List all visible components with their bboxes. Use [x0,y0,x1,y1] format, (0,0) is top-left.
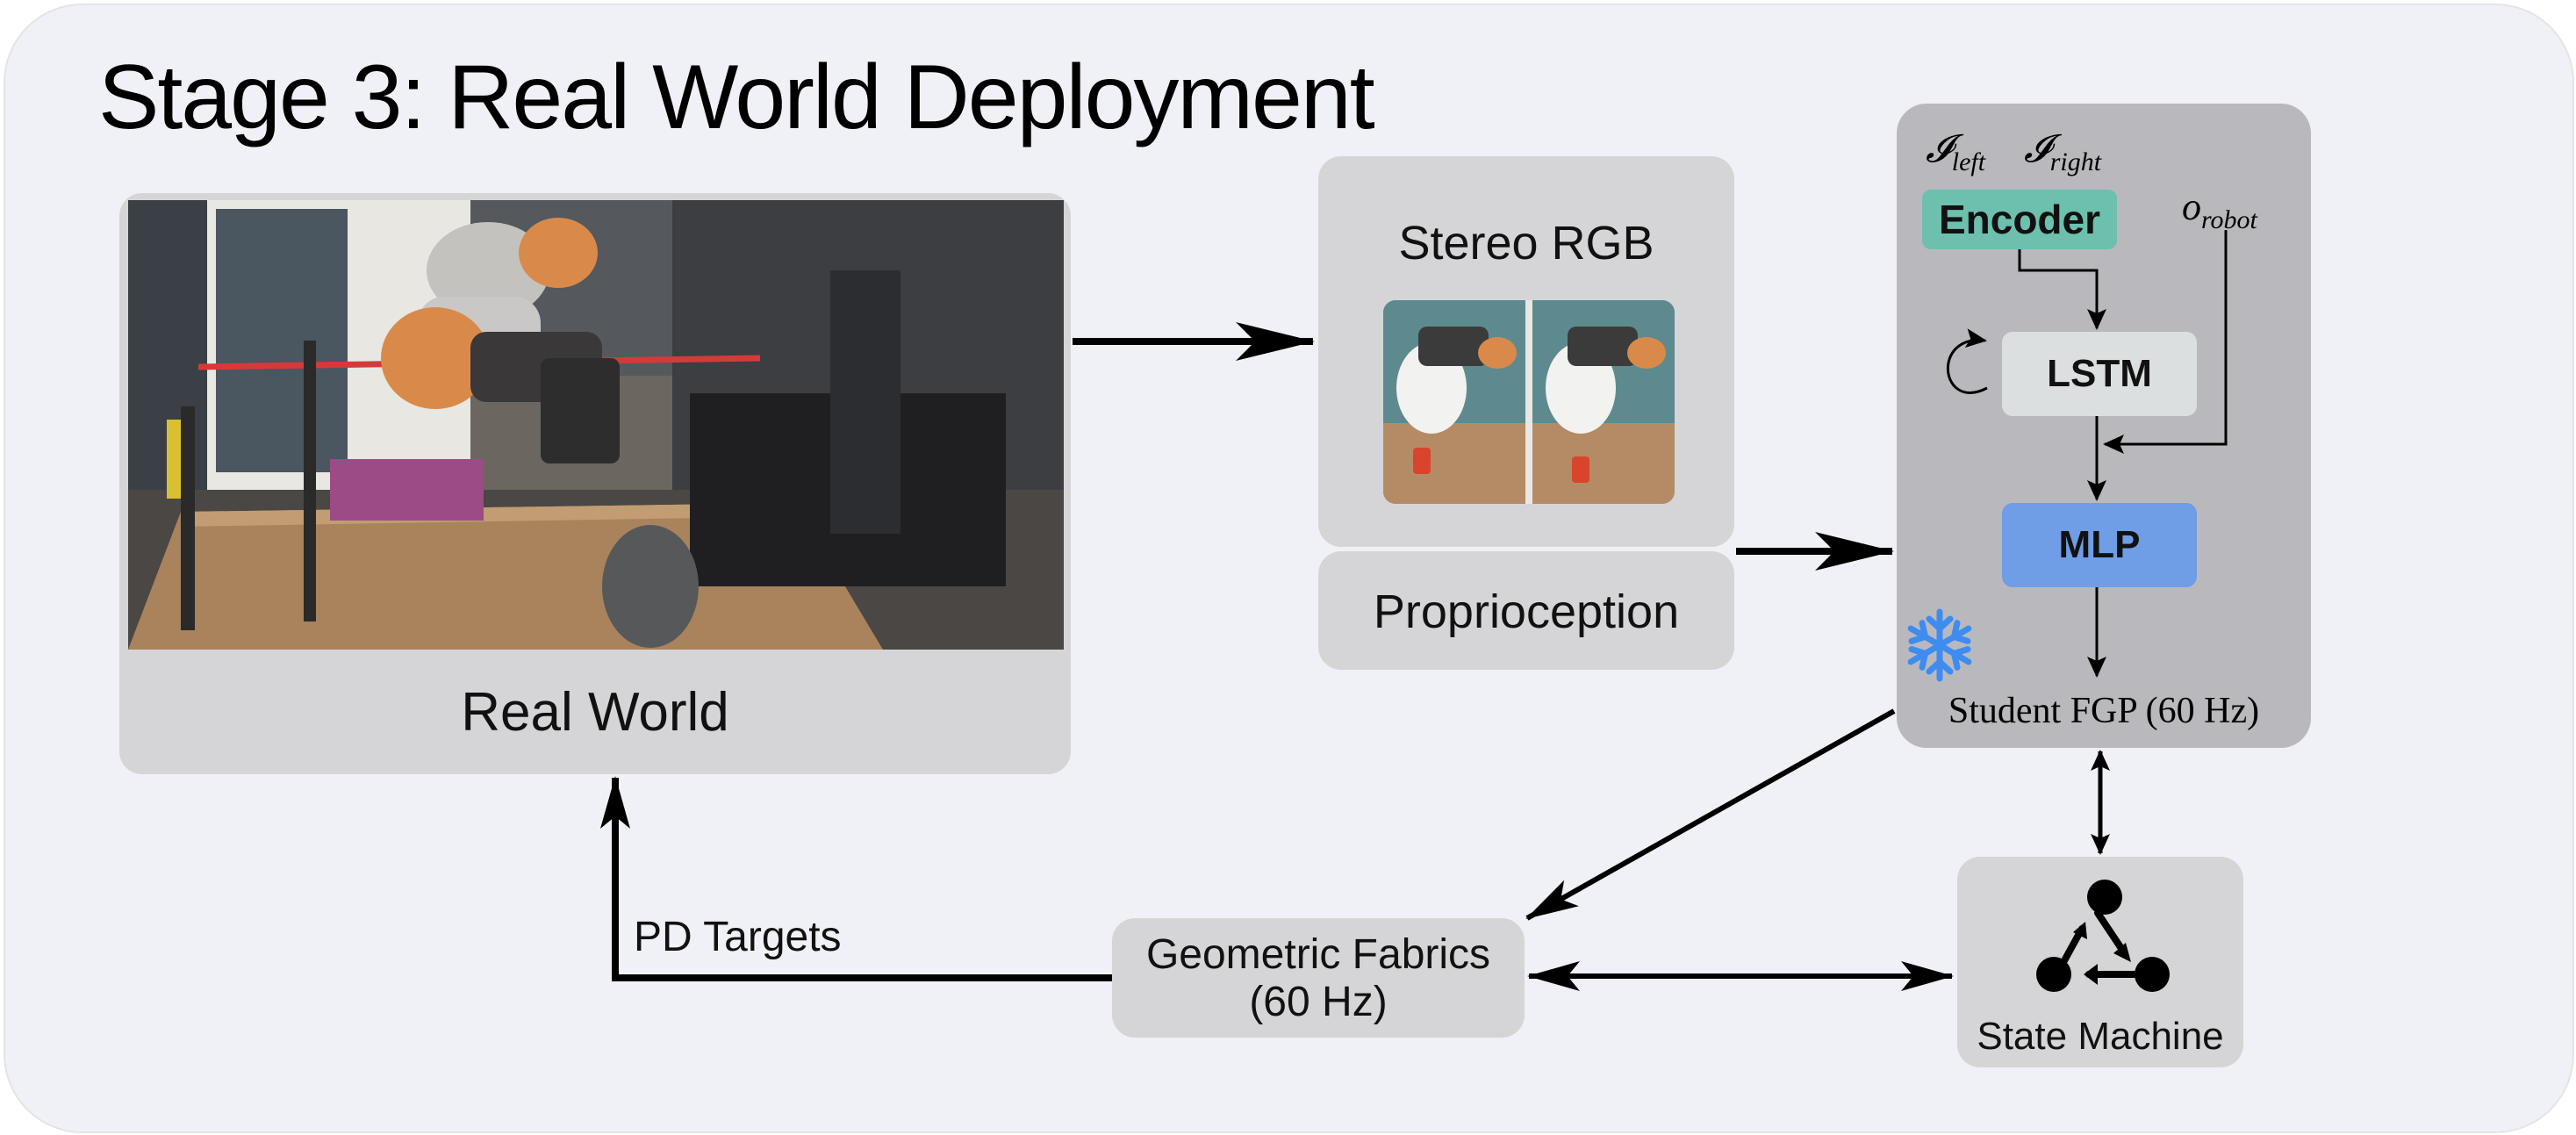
robot-obs-input: orobot [2182,185,2257,234]
stereo-rgb-label: Stereo RGB [1398,217,1654,269]
mlp-block: MLP [2002,503,2197,587]
encoder-to-lstm [2018,249,2106,330]
geometric-fabrics-line2: (60 Hz) [1249,979,1388,1025]
right-image-input: 𝓘right [2024,127,2102,176]
geometric-fabrics-line1: Geometric Fabrics [1145,931,1491,978]
student-policy-caption: Student FGP (60 Hz) [1948,691,2260,731]
diagram-title: Stage 3: Real World Deployment [98,47,1375,148]
cycle-graph-icon [2034,878,2175,1001]
geometric-fabrics-panel [1112,918,1525,1038]
proprioception-label: Proprioception [1373,585,1680,638]
proprioception-panel [1318,551,1734,670]
real-world-photo [128,200,1064,650]
stereo-image-pair [1383,300,1675,504]
encoder-block: Encoder [1922,190,2117,249]
lstm-recurrence [1946,328,1988,394]
obs-to-merge [2103,230,2228,454]
state-machine-label: State Machine [1977,1015,2224,1058]
snowflake-icon [1902,607,1977,683]
real-world-label: Real World [461,682,729,743]
arrow-policy-to-fabrics [1525,708,1896,921]
arrow-pd-targets [600,776,1112,981]
lstm-block: LSTM [2002,332,2197,416]
pd-targets-label: PD Targets [634,914,842,960]
left-image-input: 𝓘left [1926,127,1986,176]
